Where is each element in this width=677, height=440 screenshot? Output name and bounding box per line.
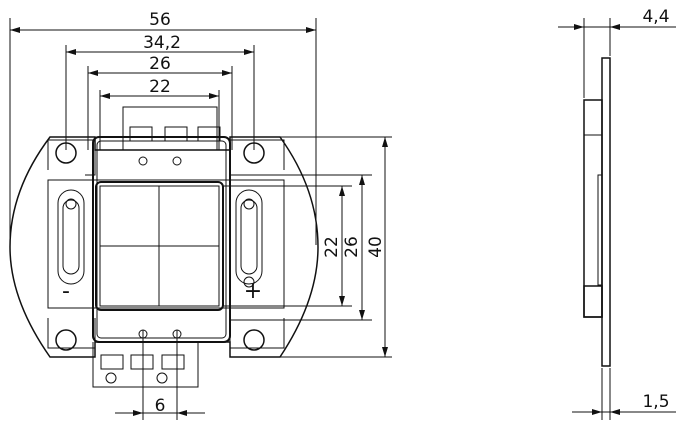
electrode-slot-positive (235, 189, 263, 285)
dim-hole-spacing: 34,2 (143, 33, 181, 53)
board-outline (9, 136, 319, 358)
frame-hole-top-right (172, 156, 182, 166)
led-frame (92, 136, 231, 343)
notch-bottom-right (229, 318, 285, 349)
notch-top-right (229, 139, 285, 176)
dim-overall-height: 40 (366, 236, 386, 258)
frame-hole-top-left (138, 156, 148, 166)
top-tab (122, 106, 218, 150)
polarity-positive-label: + (244, 279, 262, 304)
side-frame-bottom (583, 285, 603, 318)
side-board (601, 57, 611, 367)
top-pad-2 (164, 126, 188, 142)
electrode-slot-negative (57, 189, 85, 285)
top-pad-1 (129, 126, 153, 142)
inner-panel (47, 179, 285, 309)
dim-overall-width: 56 (149, 10, 171, 30)
bottom-tab (92, 342, 199, 388)
bottom-pad-hole-1 (105, 372, 117, 384)
side-die (597, 174, 603, 286)
dim-board-thickness: 1,5 (642, 392, 669, 412)
bottom-pad-3 (161, 354, 185, 370)
dim-die-height: 22 (322, 236, 342, 258)
dim-side-thickness: 4,4 (642, 7, 669, 27)
bottom-pad-hole-2 (156, 372, 168, 384)
side-frame-top (583, 99, 603, 318)
electrode-hole-positive (243, 198, 255, 210)
polarity-negative-label: - (62, 279, 70, 304)
electrode-hole-positive-lower (243, 276, 255, 288)
dim-frame-height: 26 (342, 236, 362, 258)
bottom-pad-1 (100, 354, 124, 370)
dim-die-width: 22 (149, 77, 171, 97)
mount-hole-bottom-left (55, 329, 77, 351)
mount-hole-bottom-right (243, 329, 265, 351)
notch-top-left (47, 139, 96, 176)
electrode-slot-positive-inner (240, 199, 258, 275)
led-die-outer (95, 181, 224, 311)
electrode-slot-negative-inner (62, 199, 80, 275)
dim-frame-width: 26 (149, 54, 171, 74)
electrode-hole-negative (65, 198, 77, 210)
notch-bottom-left (47, 318, 96, 349)
dim-pin-spacing: 6 (155, 396, 166, 416)
bottom-pad-2 (130, 354, 154, 370)
